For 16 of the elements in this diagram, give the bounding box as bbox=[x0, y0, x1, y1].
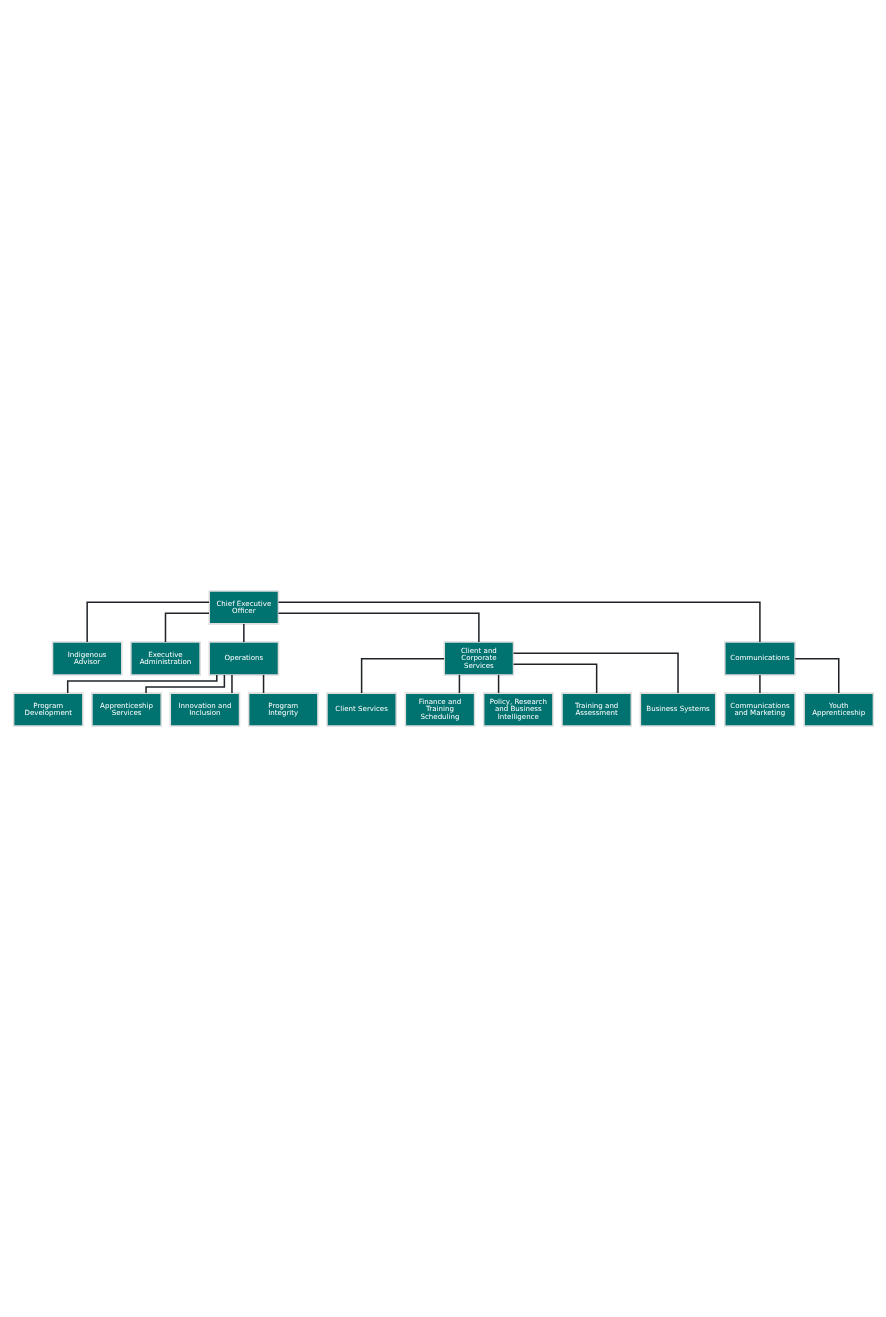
connector bbox=[360, 658, 445, 694]
connector bbox=[458, 674, 460, 694]
connector bbox=[277, 601, 761, 643]
connector bbox=[758, 674, 761, 694]
connector bbox=[144, 674, 225, 694]
connector bbox=[262, 674, 264, 694]
connector bbox=[793, 658, 840, 694]
connector bbox=[512, 663, 597, 694]
connector bbox=[497, 674, 499, 694]
connector bbox=[85, 601, 210, 643]
connector bbox=[512, 652, 679, 694]
connector bbox=[277, 612, 480, 643]
connector bbox=[230, 674, 233, 694]
connector bbox=[164, 612, 210, 643]
connector bbox=[242, 623, 245, 643]
connector bbox=[66, 674, 218, 694]
